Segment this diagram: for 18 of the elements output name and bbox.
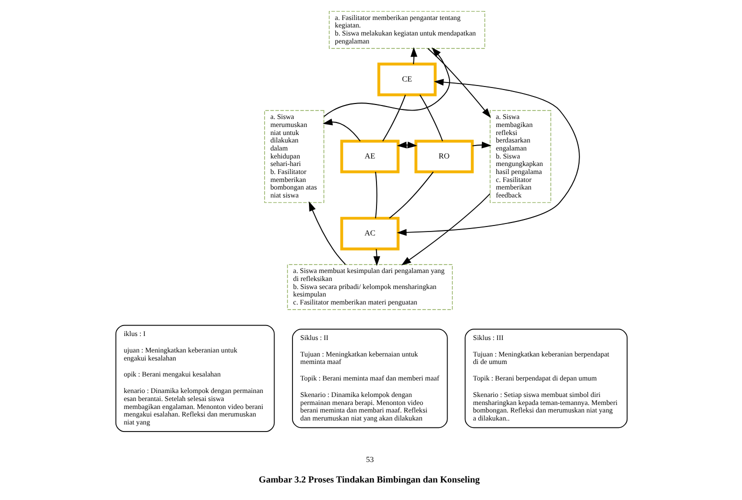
connector <box>388 171 434 219</box>
arrow <box>410 47 417 65</box>
connector <box>374 172 377 219</box>
arrow <box>322 118 360 142</box>
arrow <box>396 142 417 148</box>
label: 53 <box>365 455 374 464</box>
arrow <box>396 78 580 236</box>
connector <box>382 94 406 142</box>
arrow <box>426 48 490 118</box>
node-box: RO <box>414 140 474 174</box>
node-box: CE <box>376 62 436 96</box>
node-box: AC <box>340 216 399 250</box>
arrow <box>400 193 490 266</box>
arrow <box>323 47 450 117</box>
node-box: AE <box>340 140 399 174</box>
connector <box>418 94 442 142</box>
caption: Gambar 3.2 Proses Tindakan Bimbingan dan Konseling <box>258 476 480 486</box>
arrow <box>471 142 491 148</box>
